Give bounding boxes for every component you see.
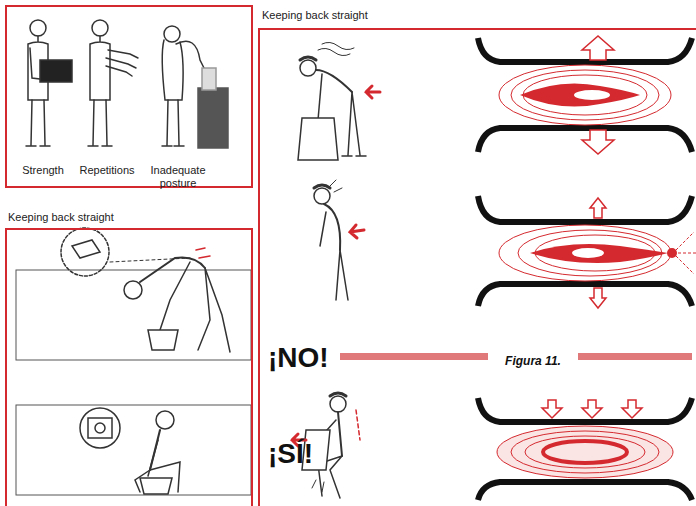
figure-no-2 xyxy=(314,180,364,300)
caption-text: Repetitions xyxy=(75,164,139,177)
figure-no-1 xyxy=(298,42,380,160)
lifting-panel: Keeping back straight xyxy=(5,228,253,506)
big-label: ¡SÍ! xyxy=(268,438,348,470)
figure-squatting xyxy=(80,408,180,494)
disc-correct xyxy=(478,398,692,500)
figure-bending xyxy=(61,228,230,352)
caption-text: Keeping back straight xyxy=(8,211,248,224)
big-label: Figura 11. xyxy=(488,353,578,369)
caption-text: Strength xyxy=(15,164,71,177)
factor-panel: Strength Repetitions Inadequate posture xyxy=(5,5,253,188)
figure-panel: Keeping back straight¡NO!Figura 11.¡SÍ! xyxy=(258,28,696,506)
figure-repetitions xyxy=(88,20,138,146)
figure-strength xyxy=(26,20,72,146)
caption-text: Inadequate posture xyxy=(145,164,211,190)
disc-compressed-back xyxy=(478,196,696,308)
disc-compressed-front xyxy=(478,36,692,154)
big-label: ¡NO! xyxy=(268,342,348,374)
caption-text: Keeping back straight xyxy=(262,9,562,22)
figure-posture xyxy=(162,26,228,148)
